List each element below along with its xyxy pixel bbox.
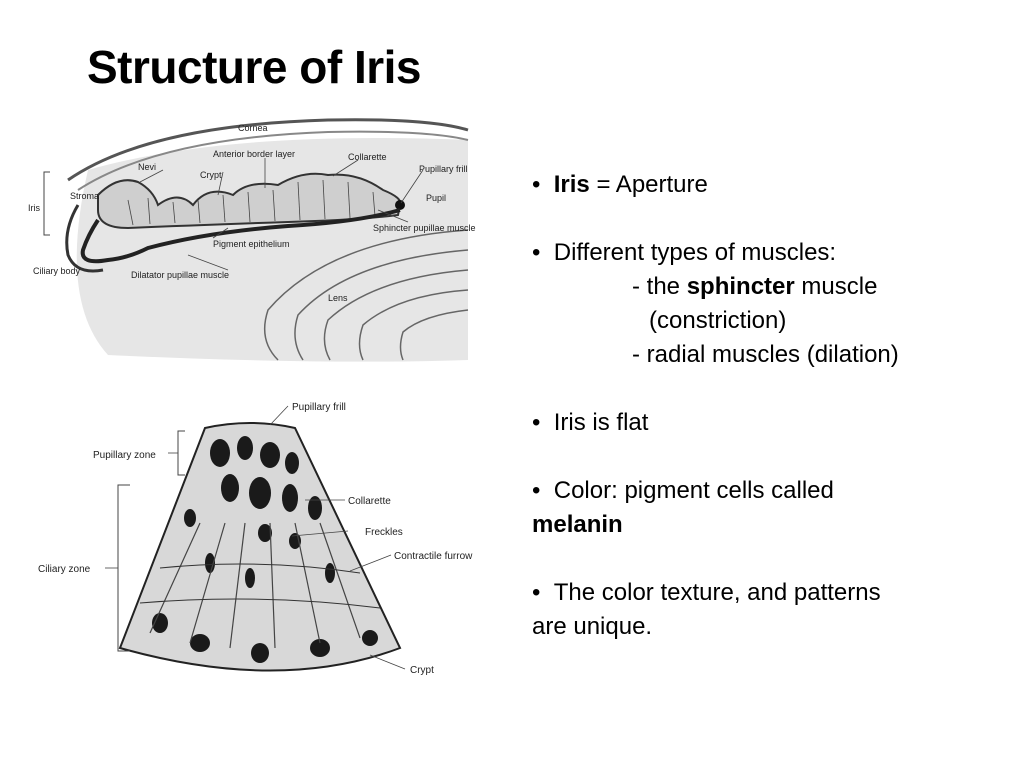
label-pupillary-frill: Pupillary frill [292, 402, 346, 413]
iris-cross-section-diagram: Cornea Anterior border layer Nevi Crypt … [28, 110, 488, 380]
iris-wedge-shape [118, 422, 402, 672]
label-ciliary-body: Ciliary body [33, 266, 81, 276]
label-sphincter-pupillae-muscle: Sphincter pupillae muscle [373, 223, 476, 233]
label-pupillary-frill: Pupillary frill [419, 164, 468, 174]
label-pupillary-zone: Pupillary zone [93, 450, 156, 461]
bullet-muscles-sphincter-cont: (constriction) [649, 307, 787, 334]
bullet-muscles: • Different types of muscles: [532, 239, 837, 266]
lens-shape [263, 229, 469, 361]
ciliary-body-shape [65, 204, 104, 273]
label-freckles: Freckles [365, 527, 403, 538]
label-collarette: Collarette [348, 496, 391, 507]
bullet-list: • Iris = Aperture • Different types of m… [532, 168, 1002, 644]
label-contractile-furrow: Contractile furrow [394, 551, 473, 562]
pupillary-frill-mark [395, 200, 405, 210]
label-crypt: Crypt [410, 665, 434, 676]
bullet-unique-cont: are unique. [532, 613, 653, 640]
label-ciliary-zone: Ciliary zone [38, 564, 91, 575]
cornea-shape [67, 118, 469, 182]
label-pigment-epithelium: Pigment epithelium [213, 239, 290, 249]
slide-title: Structure of Iris [87, 41, 422, 93]
bullet-unique: • The color texture, and patterns [532, 579, 881, 606]
label-stroma: Stroma [70, 191, 99, 201]
label-anterior-border-layer: Anterior border layer [213, 149, 295, 159]
bullet-flat: • Iris is flat [532, 409, 649, 436]
label-nevi: Nevi [138, 162, 156, 172]
bullet-muscles-sphincter: - the sphincter muscle [632, 273, 878, 300]
pigment-epithelium-shape [80, 208, 401, 264]
bullet-color-melanin: melanin [532, 511, 623, 538]
label-iris: Iris [28, 203, 40, 213]
bullet-iris: • Iris = Aperture [532, 171, 708, 198]
label-lens: Lens [328, 293, 348, 303]
iris-surface-diagram: Pupillary frill Pupillary zone Collarett… [30, 393, 500, 693]
label-dilatator-pupillae-muscle: Dilatator pupillae muscle [131, 270, 229, 280]
label-cornea: Cornea [238, 123, 268, 133]
bullet-color: • Color: pigment cells called [532, 477, 834, 504]
label-collarette: Collarette [348, 152, 387, 162]
label-crypt: Crypt [200, 170, 222, 180]
bullet-muscles-radial: - radial muscles (dilation) [632, 341, 899, 368]
label-pupil: Pupil [426, 193, 446, 203]
